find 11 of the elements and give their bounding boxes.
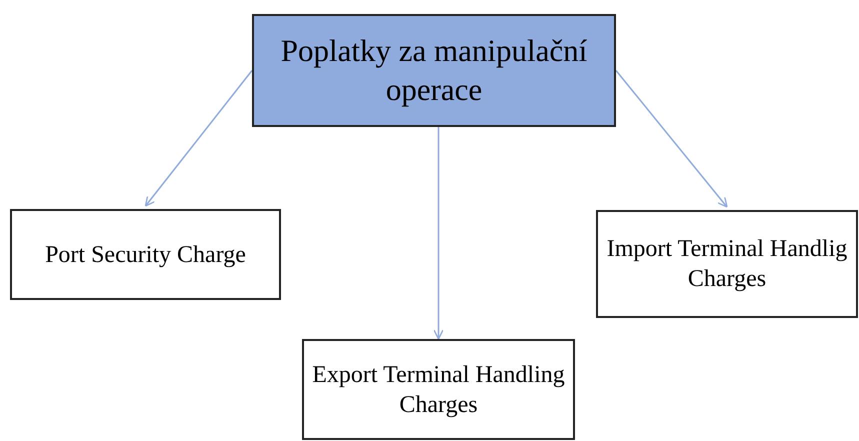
process-box [596,210,858,318]
box-label: Import Terminal Handlig Charges [606,235,848,294]
process-box [252,14,616,127]
box-label: Export Terminal Handling Charges [312,360,565,420]
box-label: Poplatky za manipulační operace [280,32,588,109]
arrow [615,70,728,208]
arrow [433,127,444,340]
arrow [144,70,253,207]
process-box [302,339,575,440]
process-box [10,209,281,300]
box-label: Port Security Charge [45,240,246,270]
